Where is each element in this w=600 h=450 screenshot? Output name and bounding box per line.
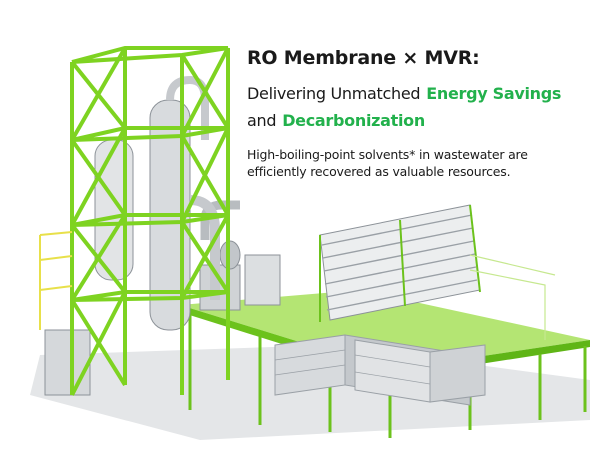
headline-line-1-prefix: Delivering Unmatched bbox=[247, 84, 421, 103]
headline-line-1: Delivering Unmatched Energy Savings bbox=[247, 84, 561, 103]
headline-title: RO Membrane × MVR: bbox=[247, 47, 480, 69]
ro-membrane-rack bbox=[319, 204, 556, 340]
headline-line-2-prefix: and bbox=[247, 111, 277, 130]
highlight-decarbonization: Decarbonization bbox=[282, 111, 425, 130]
description-text: High-boiling-point solvents* in wastewat… bbox=[247, 147, 528, 179]
evaporator-tower bbox=[39, 46, 230, 396]
highlight-energy-savings: Energy Savings bbox=[426, 84, 562, 103]
headline-line-2: and Decarbonization bbox=[247, 111, 425, 130]
storage-tanks bbox=[274, 334, 486, 406]
